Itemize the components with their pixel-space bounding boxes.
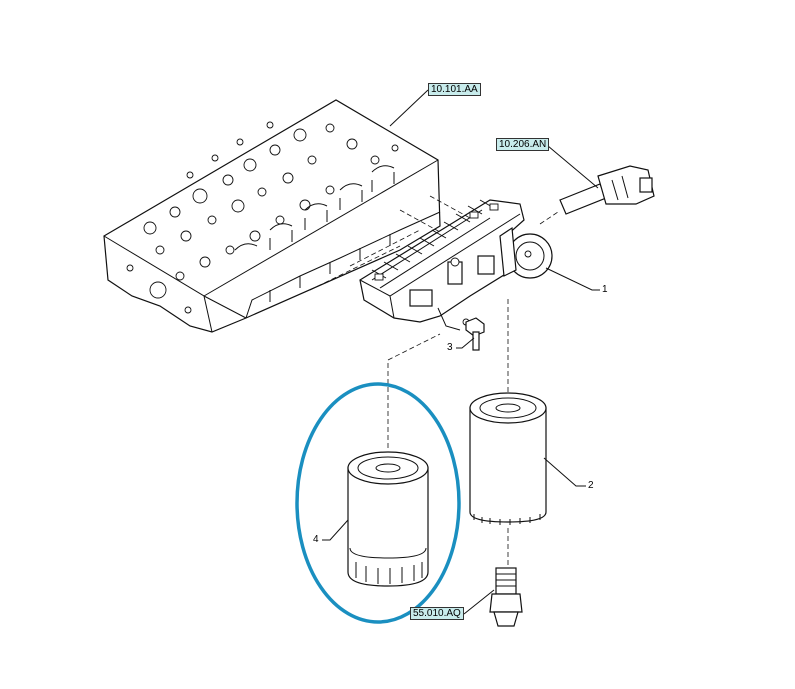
assembly-guides [309, 195, 559, 566]
highlight-ellipse [295, 382, 461, 624]
bracket-ribs [371, 199, 499, 289]
fuel-filter-item-2 [469, 392, 547, 525]
callout-item-1: 1 [602, 284, 608, 295]
head-arches [234, 165, 395, 251]
callout-item-2: 2 [588, 480, 594, 491]
callout-item-3: 3 [447, 342, 453, 353]
cylinder-head [103, 99, 441, 333]
fuel-filter-item-4 [347, 451, 429, 587]
ref-drain-valve-label[interactable]: 55.010.AQ [410, 607, 464, 620]
callout-item-4: 4 [313, 534, 319, 545]
ref-sensor-label[interactable]: 10.206.AN [496, 138, 550, 151]
leader-lines [322, 89, 600, 615]
drain-valve [489, 567, 523, 627]
sensor [559, 165, 655, 215]
filter-head-assembly [359, 199, 553, 331]
ref-cylinder-head-label[interactable]: 10.101.AA [428, 83, 481, 96]
bolt [465, 317, 485, 351]
head-holes [143, 121, 399, 281]
